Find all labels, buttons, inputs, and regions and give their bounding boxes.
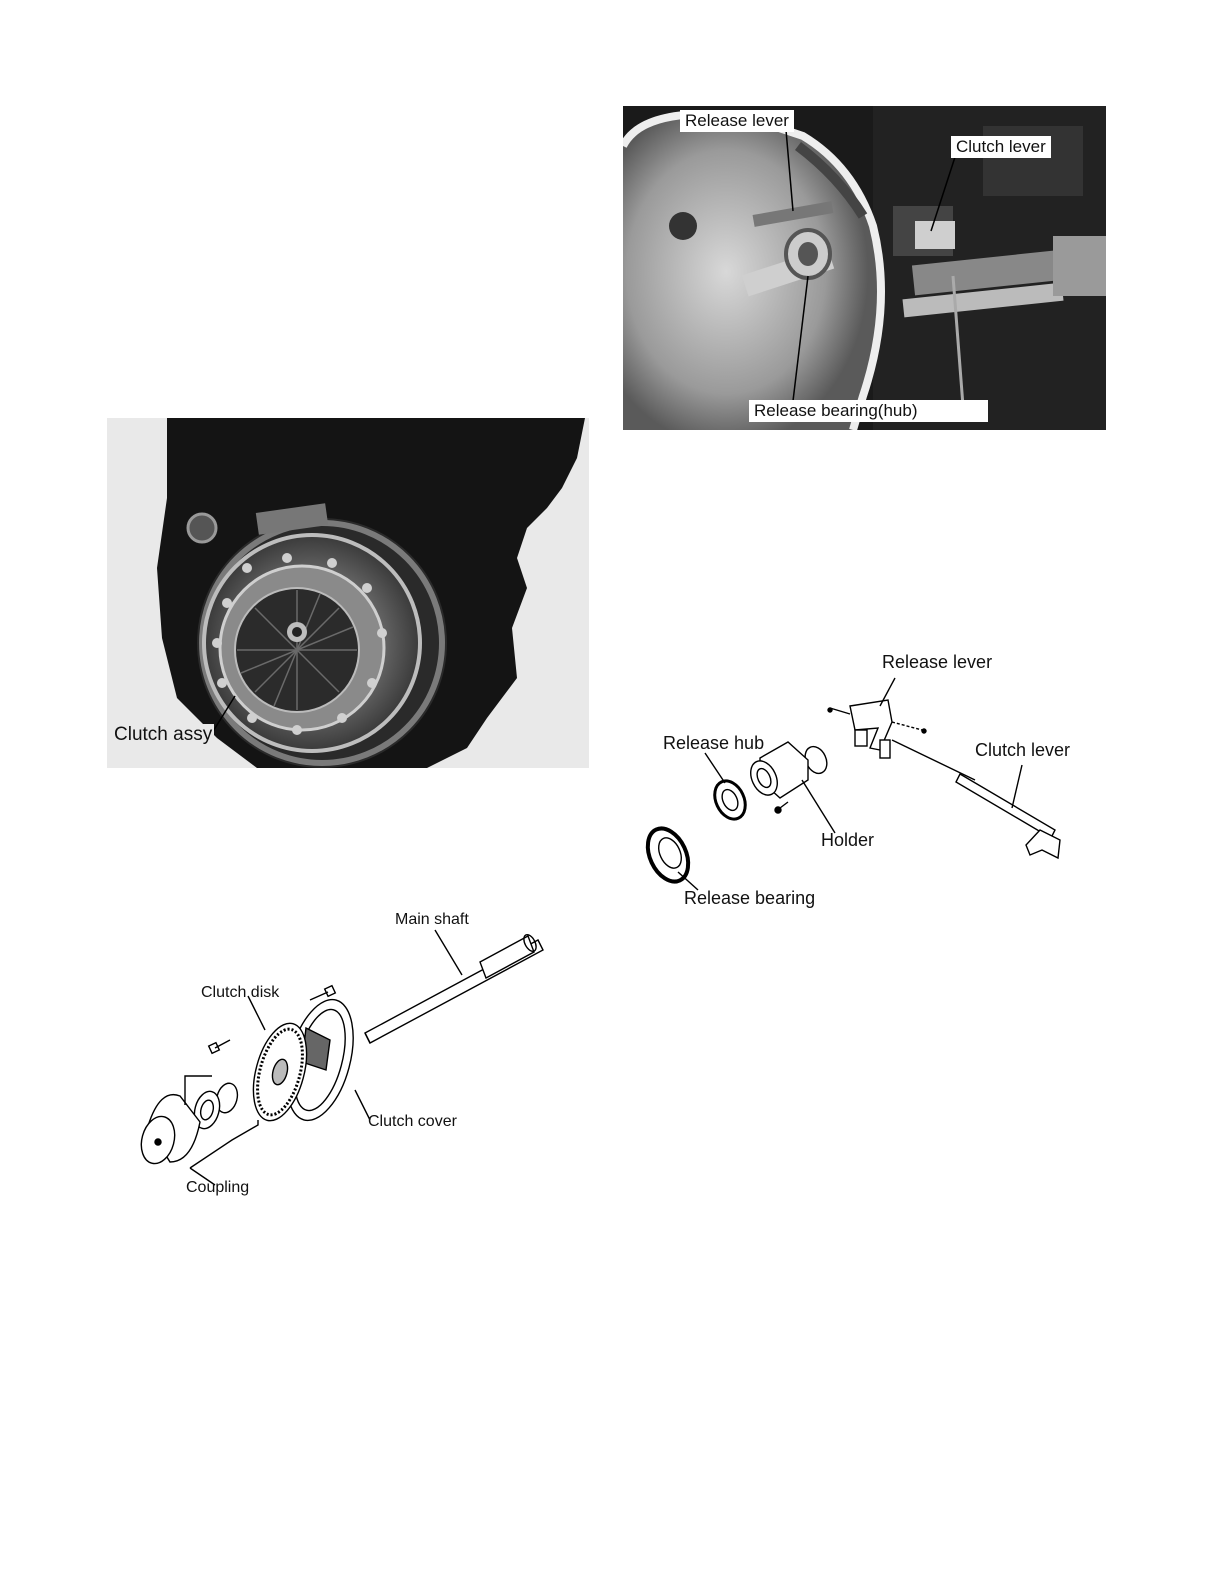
clutch-assy-label: Clutch assy — [112, 724, 214, 746]
release-hub-diagram-label: Release hub — [663, 733, 764, 754]
release-lever-photo-label: Release lever — [680, 110, 794, 132]
main-shaft-label: Main shaft — [395, 911, 469, 929]
release-bearing-hub-photo-label: Release bearing(hub) — [749, 400, 988, 422]
clutch-assy-photo: Clutch assy — [107, 418, 589, 768]
clutch-lever-diagram-label: Clutch lever — [975, 740, 1070, 761]
clutch-assy-illustration — [107, 418, 589, 768]
release-bearing-diagram-label: Release bearing — [684, 888, 815, 909]
holder-diagram-label: Holder — [821, 830, 874, 851]
clutch-exploded-illustration — [130, 900, 550, 1210]
release-exploded-diagram: Release lever Release hub Clutch lever H… — [630, 640, 1100, 930]
clutch-lever-photo-label: Clutch lever — [951, 136, 1051, 158]
clutch-cover-label: Clutch cover — [368, 1113, 457, 1131]
release-lever-diagram-label: Release lever — [882, 652, 992, 673]
coupling-label: Coupling — [186, 1179, 249, 1197]
release-exploded-illustration — [630, 640, 1100, 930]
clutch-exploded-diagram: Main shaft Clutch disk Clutch cover Coup… — [130, 900, 550, 1210]
housing-photo: Release lever Clutch lever Release beari… — [623, 106, 1106, 430]
clutch-disk-label: Clutch disk — [201, 984, 279, 1002]
